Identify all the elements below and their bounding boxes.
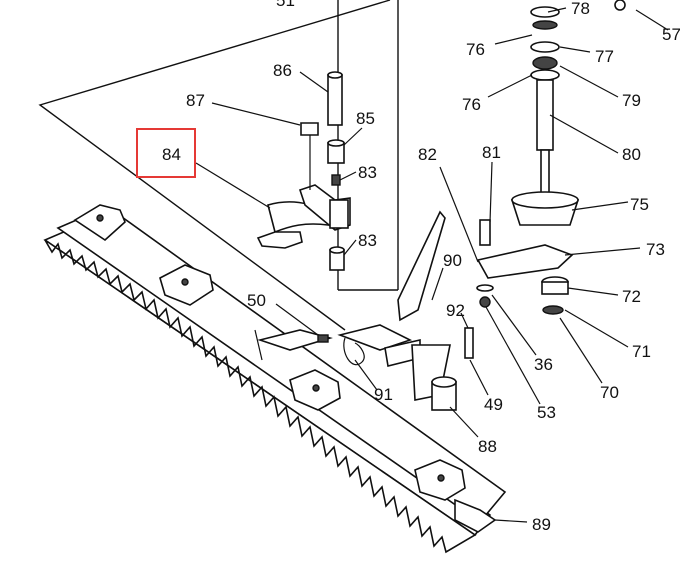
label-88: 88 bbox=[478, 437, 497, 456]
pivot-arm-assembly bbox=[256, 71, 351, 271]
label-78: 78 bbox=[571, 0, 590, 18]
label-77: 77 bbox=[595, 47, 614, 66]
label-87: 87 bbox=[186, 91, 205, 110]
label-91: 91 bbox=[374, 385, 393, 404]
label-57: 57 bbox=[662, 25, 680, 44]
leader-lines bbox=[195, 7, 669, 523]
label-82: 82 bbox=[418, 145, 437, 164]
label-76a: 76 bbox=[466, 40, 485, 59]
label-36: 36 bbox=[534, 355, 553, 374]
spindle-assembly bbox=[476, 0, 626, 315]
label-72: 72 bbox=[622, 287, 641, 306]
assembly-frame bbox=[38, 0, 399, 331]
label-92: 92 bbox=[446, 301, 465, 320]
label-86: 86 bbox=[273, 61, 292, 80]
label-70: 70 bbox=[600, 383, 619, 402]
label-76b: 76 bbox=[462, 95, 481, 114]
label-90: 90 bbox=[443, 251, 462, 270]
label-80: 80 bbox=[622, 145, 641, 164]
blade-assembly bbox=[254, 210, 474, 411]
highlight-box bbox=[136, 128, 196, 178]
part-labels: 51 78 57 76 77 86 76 79 87 85 80 84 83 8… bbox=[162, 0, 680, 534]
label-83b: 83 bbox=[358, 231, 377, 250]
label-83a: 83 bbox=[358, 163, 377, 182]
label-85: 85 bbox=[356, 109, 375, 128]
cutter-bar bbox=[43, 204, 507, 554]
label-71: 71 bbox=[632, 342, 651, 361]
label-50: 50 bbox=[247, 291, 266, 310]
label-84: 84 bbox=[162, 145, 181, 164]
label-89: 89 bbox=[532, 515, 551, 534]
label-79: 79 bbox=[622, 91, 641, 110]
label-75: 75 bbox=[630, 195, 649, 214]
label-73: 73 bbox=[646, 240, 665, 259]
label-53: 53 bbox=[537, 403, 556, 422]
label-51: 51 bbox=[276, 0, 295, 10]
label-49: 49 bbox=[484, 395, 503, 414]
label-81: 81 bbox=[482, 143, 501, 162]
